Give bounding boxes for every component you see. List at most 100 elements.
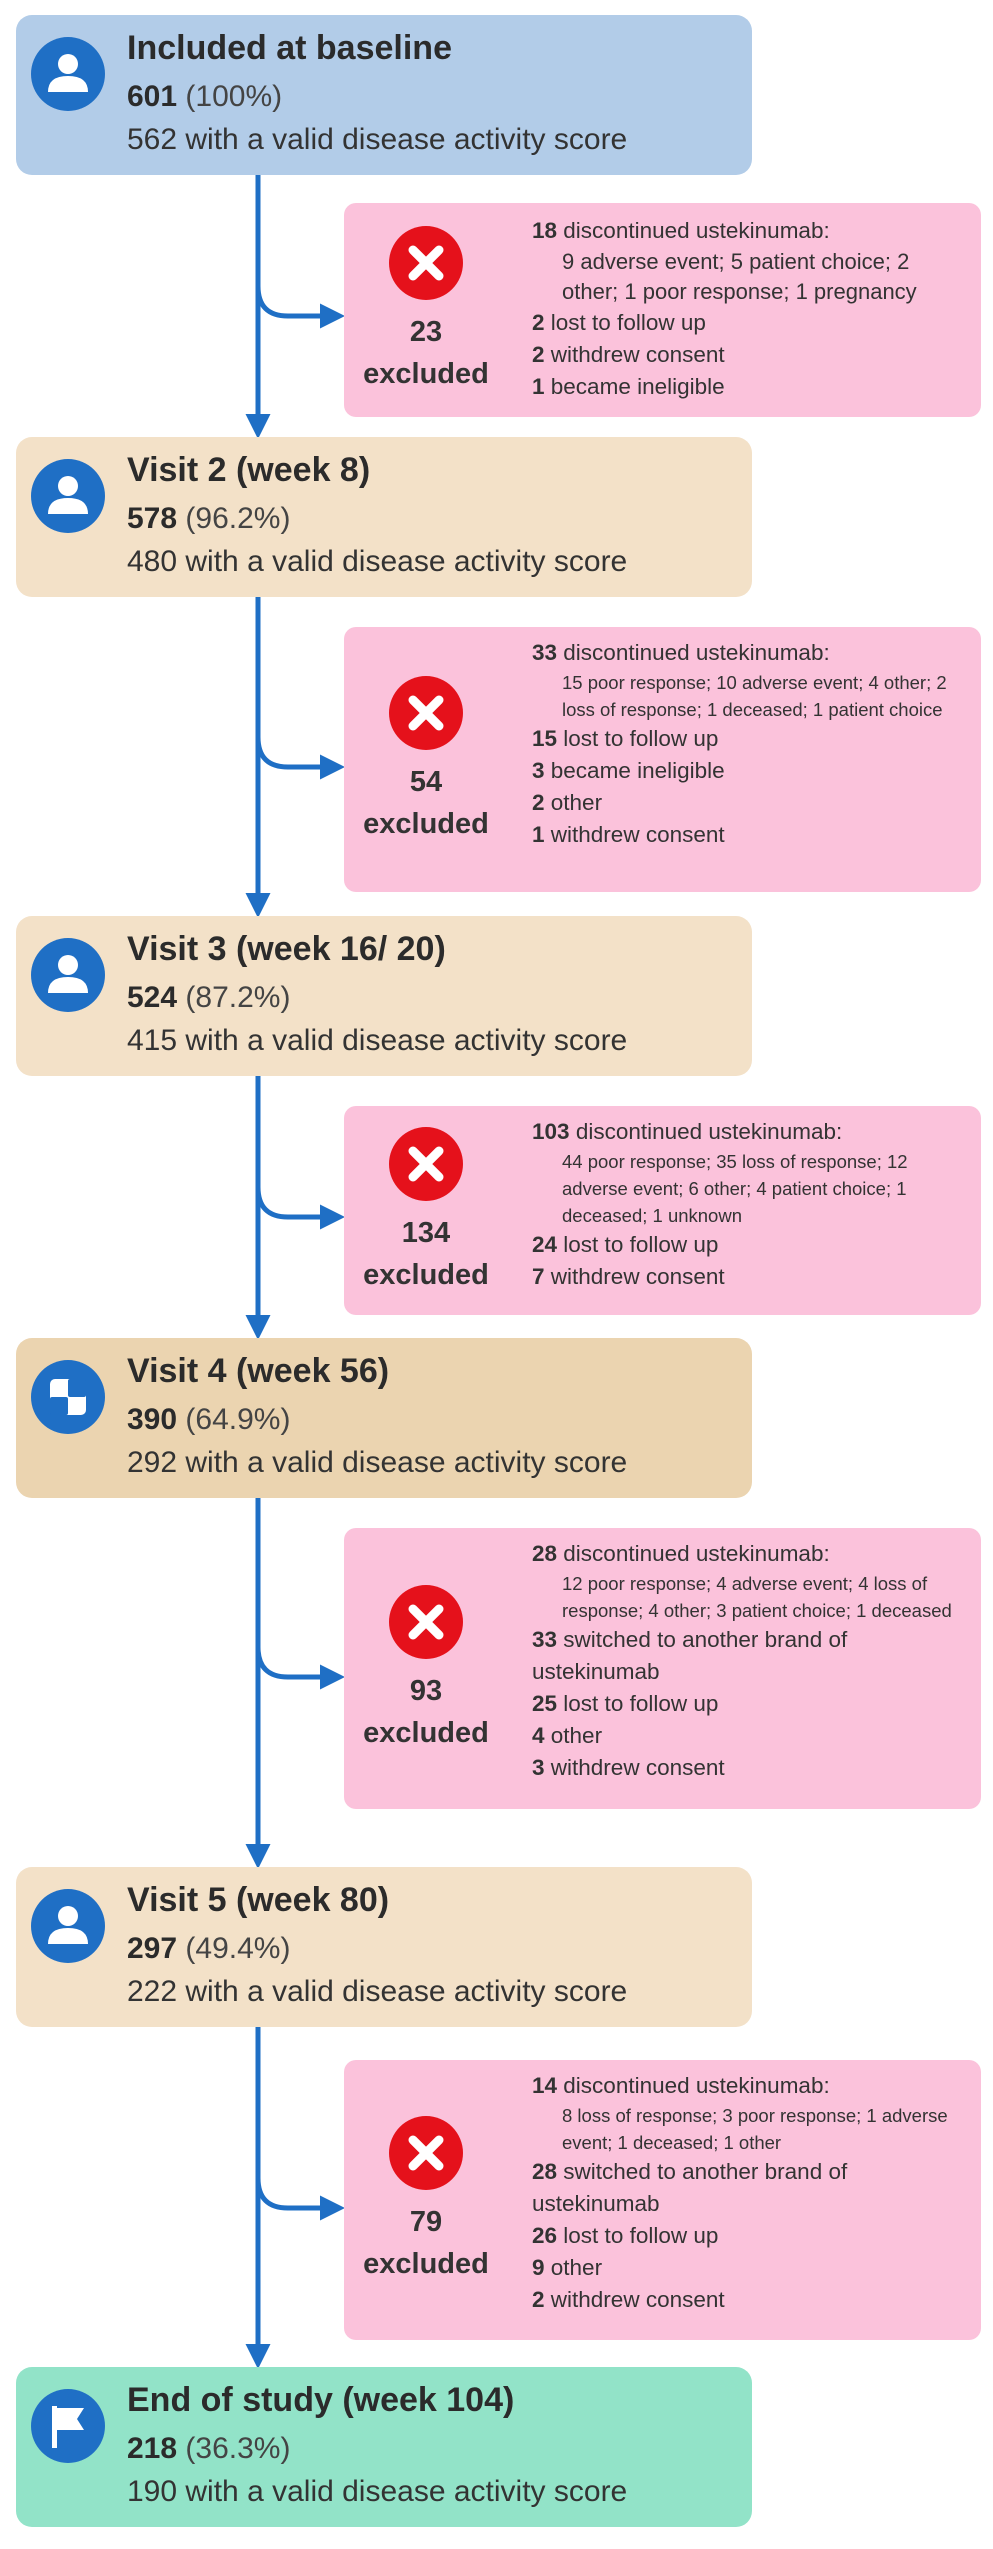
stage-box: Visit 4 (week 56)390 (64.9%)292 with a v… [16, 1338, 752, 1498]
close-icon [389, 1585, 463, 1659]
reason-count: 28 [532, 1541, 558, 1566]
stage-count-number: 578 [127, 502, 178, 535]
reason-count: 103 [532, 1119, 570, 1144]
reason-count: 2 [532, 342, 545, 367]
reason-item: 28 discontinued ustekinumab: [532, 1538, 963, 1570]
stage-valid-score: 222 with a valid disease activity score [127, 1975, 628, 2008]
reason-item: 25 lost to follow up [532, 1688, 963, 1720]
exclusion-reasons: 28 discontinued ustekinumab:12 poor resp… [532, 1538, 963, 1784]
reason-item: 33 switched to another brand of ustekinu… [532, 1624, 963, 1688]
reason-count: 33 [532, 640, 558, 665]
reason-item: 9 other [532, 2252, 963, 2284]
stage-valid-score: 190 with a valid disease activity score [127, 2475, 628, 2508]
reason-detail: 44 poor response; 35 loss of response; 1… [562, 1151, 908, 1226]
reason-count: 9 [532, 2255, 545, 2280]
stage-box: Visit 3 (week 16/ 20)524 (87.2%)415 with… [16, 916, 752, 1076]
reason-item: 3 became ineligible [532, 755, 963, 787]
exclusion-reasons: 103 discontinued ustekinumab: 44 poor res… [532, 1116, 963, 1293]
stage-count-percent: (100%) [185, 80, 283, 113]
reason-count: 33 [532, 1627, 558, 1652]
reason-text: lost to follow up [563, 1232, 719, 1257]
stage-valid-score: 562 with a valid disease activity score [127, 123, 628, 156]
reason-count: 15 [532, 726, 558, 751]
stage-count-number: 390 [127, 1403, 178, 1436]
exclusion-box: 134 excluded 103 discontinued ustekinumab:… [344, 1106, 981, 1315]
stage-title: Visit 5 (week 80) [127, 1881, 390, 1919]
reason-item: 1 became ineligible [532, 371, 963, 403]
reason-count: 7 [532, 1264, 545, 1289]
stage-box: Visit 2 (week 8)578 (96.2%)480 with a va… [16, 437, 752, 597]
reason-text: lost to follow up [563, 726, 719, 751]
reason-text: became ineligible [550, 374, 725, 399]
reason-text: withdrew consent [550, 822, 725, 847]
reason-count: 14 [532, 2073, 558, 2098]
reason-item: 2 withdrew consent [532, 339, 963, 371]
stage-count-percent: (64.9%) [185, 1403, 291, 1436]
flow-arrow-exclusion [255, 285, 345, 329]
reason-count: 3 [532, 758, 545, 783]
stage-count: 218 (36.3%) [127, 2432, 290, 2466]
stage-title: Included at baseline [127, 29, 452, 67]
close-icon [389, 2116, 463, 2190]
reason-count: 25 [532, 1691, 558, 1716]
reason-text: lost to follow up [563, 2223, 719, 2248]
reason-text: other [550, 1723, 603, 1748]
reason-item: 33 discontinued ustekinumab: [532, 637, 963, 669]
close-icon [389, 676, 463, 750]
stage-count: 297 (49.4%) [127, 1932, 290, 1966]
reason-detail: 15 poor response; 10 adverse event; 4 ot… [562, 672, 947, 720]
reason-count: 1 [532, 822, 545, 847]
reason-count: 3 [532, 1755, 545, 1780]
reason-text: withdrew consent [550, 1264, 725, 1289]
excluded-label: excluded [363, 2248, 489, 2280]
reason-item: 2 other [532, 787, 963, 819]
stage-box: Visit 5 (week 80) 297 (49.4%) 222 with a v… [16, 1867, 752, 2027]
reason-text: lost to follow up [550, 310, 706, 335]
reason-item: 15 lost to follow up [532, 723, 963, 755]
stage-count-percent: (96.2%) [185, 502, 291, 535]
reason-text: discontinued ustekinumab: [563, 640, 830, 665]
excluded-label: excluded [363, 808, 489, 840]
flow-arrow-exclusion [255, 1646, 345, 1690]
reason-text: discontinued ustekinumab: [563, 1541, 830, 1566]
stage-count: 524 (87.2%) [127, 981, 290, 1015]
exclusion-reasons: 14 discontinued ustekinumab:8 loss of re… [532, 2070, 963, 2316]
reason-count: 4 [532, 1723, 545, 1748]
reason-detail: 9 adverse event; 5 patient choice; 2 oth… [562, 249, 917, 304]
reason-text: discontinued ustekinumab: [563, 218, 830, 243]
reason-count: 2 [532, 790, 545, 815]
reason-text: became ineligible [550, 758, 725, 783]
reason-item: 26 lost to follow up [532, 2220, 963, 2252]
excluded-label: excluded [363, 358, 489, 390]
reason-text: switched to another brand of ustekinumab [532, 2159, 848, 2216]
reason-item: 24 lost to follow up [532, 1229, 963, 1261]
excluded-count: 134 [401, 1217, 451, 1249]
person-icon [31, 1889, 105, 1963]
reason-text: other [550, 790, 603, 815]
close-icon [389, 1127, 463, 1201]
reason-item: 3 withdrew consent [532, 1752, 963, 1784]
reason-item: 18 discontinued ustekinumab: [532, 215, 963, 247]
person-icon [31, 459, 105, 533]
reason-item: 1 withdrew consent [532, 819, 963, 851]
reason-item: 2 lost to follow up [532, 307, 963, 339]
reason-text: withdrew consent [550, 2287, 725, 2312]
excluded-label: excluded [363, 1259, 489, 1291]
reason-text: discontinued ustekinumab: [575, 1119, 843, 1144]
stage-count-percent: (87.2%) [185, 981, 291, 1014]
stage-valid-score: 415 with a valid disease activity score [127, 1024, 628, 1057]
person-icon [31, 37, 105, 111]
stage-count: 390 (64.9%) [127, 1403, 290, 1437]
excluded-count: 93 [409, 1675, 443, 1707]
excluded-count: 79 [409, 2206, 443, 2238]
flow-arrow-exclusion [255, 2177, 345, 2221]
stage-title: Visit 2 (week 8) [127, 451, 371, 489]
stage-count-number: 218 [127, 2432, 178, 2465]
reason-text: other [550, 2255, 603, 2280]
reason-detail: 8 loss of response; 3 poor response; 1 a… [562, 2105, 948, 2153]
